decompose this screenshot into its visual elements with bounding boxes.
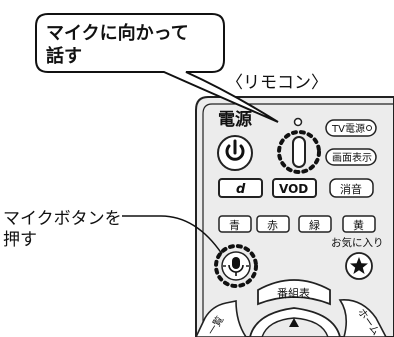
blue-button[interactable]: 青 — [218, 215, 252, 233]
d-label: d — [236, 182, 246, 197]
program-guide-button[interactable]: 番組表 — [257, 279, 331, 306]
power-button[interactable] — [217, 135, 253, 171]
callout-line-1: マイクに向かって — [46, 22, 189, 44]
red-button[interactable]: 赤 — [256, 215, 290, 233]
red-label: 赤 — [267, 219, 278, 232]
instruction-line-1: マイクボタンを — [3, 209, 122, 229]
star-icon — [350, 257, 368, 274]
leader-line — [122, 215, 223, 255]
vod-label: VOD — [279, 182, 308, 196]
favorites-label: お気に入り — [331, 236, 384, 249]
up-button[interactable] — [289, 318, 299, 327]
bubble-outline — [35, 13, 279, 123]
microphone-icon — [223, 257, 249, 276]
mute-button[interactable]: 消音 — [329, 178, 374, 198]
screen-display-label: 画面表示 — [332, 151, 372, 164]
remote-caption: 〈リモコン〉 — [226, 73, 328, 93]
program-guide-label: 番組表 — [277, 286, 310, 300]
yellow-button[interactable]: 黄 — [342, 215, 376, 233]
microphone-icon — [292, 136, 306, 168]
up-arrow-icon — [289, 318, 299, 327]
favorites-button[interactable] — [345, 252, 373, 280]
mute-label: 消音 — [340, 182, 362, 196]
speech-bubble: マイクに向かって 話す — [35, 13, 279, 123]
tv-power-button[interactable]: TV電源 — [325, 119, 377, 137]
mic-button[interactable] — [214, 244, 258, 288]
callout-line-2: 話す — [46, 45, 82, 67]
green-button[interactable]: 緑 — [298, 215, 332, 233]
vod-button[interactable]: VOD — [272, 178, 317, 198]
tv-power-label: TV電源 — [331, 122, 365, 135]
mic-indicator-led — [293, 117, 303, 127]
instruction-line-2: 押す — [3, 230, 37, 250]
yellow-label: 黄 — [353, 218, 364, 232]
microphone-highlight — [277, 130, 321, 174]
d-button[interactable]: d — [218, 178, 263, 198]
power-label: 電源 — [218, 109, 252, 130]
blue-label: 青 — [229, 219, 240, 232]
remote-inner-edge — [202, 103, 394, 337]
power-icon — [225, 139, 245, 161]
green-label: 緑 — [309, 218, 320, 232]
screen-display-button[interactable]: 画面表示 — [325, 148, 377, 166]
